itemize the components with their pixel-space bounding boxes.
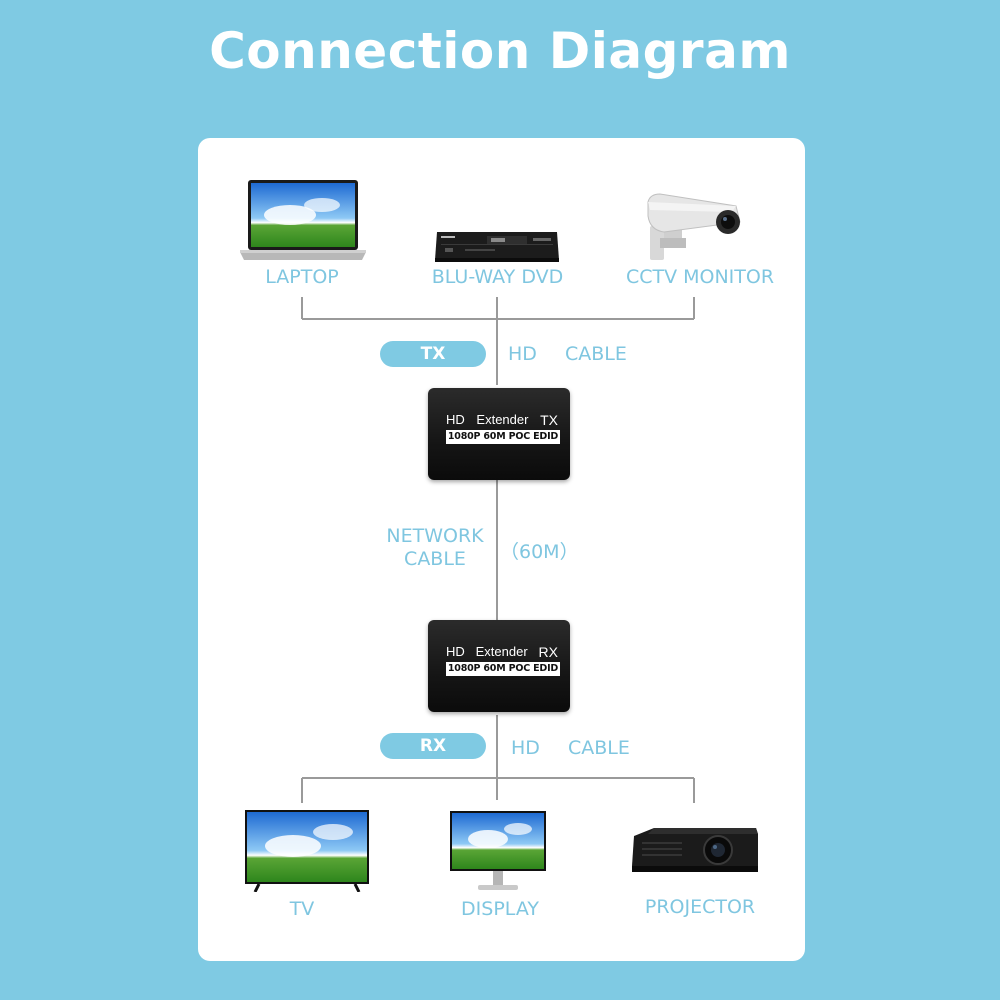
monitor-icon — [450, 811, 546, 893]
tx-extender-device: HD Extender TX 1080P 60M POC EDID — [428, 388, 570, 480]
projector-icon — [628, 826, 760, 876]
tx-extender-brand: HD — [446, 412, 465, 427]
rx-extender-brand: HD — [446, 644, 465, 659]
network-cable-label: NETWORK CABLE — [380, 525, 490, 571]
rx-extender-role: RX — [538, 644, 558, 660]
tx-extender-title: HD Extender TX — [446, 412, 558, 428]
tx-extender-name: Extender — [476, 412, 529, 427]
laptop-icon — [240, 180, 366, 262]
tx-cable-label-cable: CABLE — [565, 343, 627, 365]
source-label-dvd: BLU-WAY DVD — [431, 266, 564, 288]
tv-icon — [245, 810, 369, 893]
tx-cable-label-hd: HD — [508, 343, 537, 365]
rx-cable-label-hd: HD — [511, 737, 540, 759]
output-label-display: DISPLAY — [461, 898, 539, 920]
page-title: Connection Diagram — [209, 22, 791, 80]
cctv-camera-icon — [640, 192, 744, 262]
output-label-tv: TV — [289, 898, 315, 920]
rx-extender-name: Extender — [475, 644, 528, 659]
rx-extender-device: HD Extender RX 1080P 60M POC EDID — [428, 620, 570, 712]
rx-extender-title: HD Extender RX — [446, 644, 558, 660]
tx-extender-spec: 1080P 60M POC EDID — [446, 430, 560, 444]
network-label-line2: CABLE — [404, 548, 466, 570]
rx-cable-label-cable: CABLE — [568, 737, 630, 759]
source-label-cctv: CCTV MONITOR — [625, 266, 775, 288]
source-label-laptop: LAPTOP — [265, 266, 339, 288]
rx-pill: RX — [380, 733, 486, 759]
dvd-player-icon — [435, 230, 559, 264]
rx-extender-spec: 1080P 60M POC EDID — [446, 662, 560, 676]
network-distance-label: （60M） — [500, 541, 579, 563]
tx-pill: TX — [380, 341, 486, 367]
network-label-line1: NETWORK — [386, 525, 484, 547]
output-label-projector: PROJECTOR — [644, 896, 756, 918]
tx-extender-role: TX — [540, 412, 558, 428]
